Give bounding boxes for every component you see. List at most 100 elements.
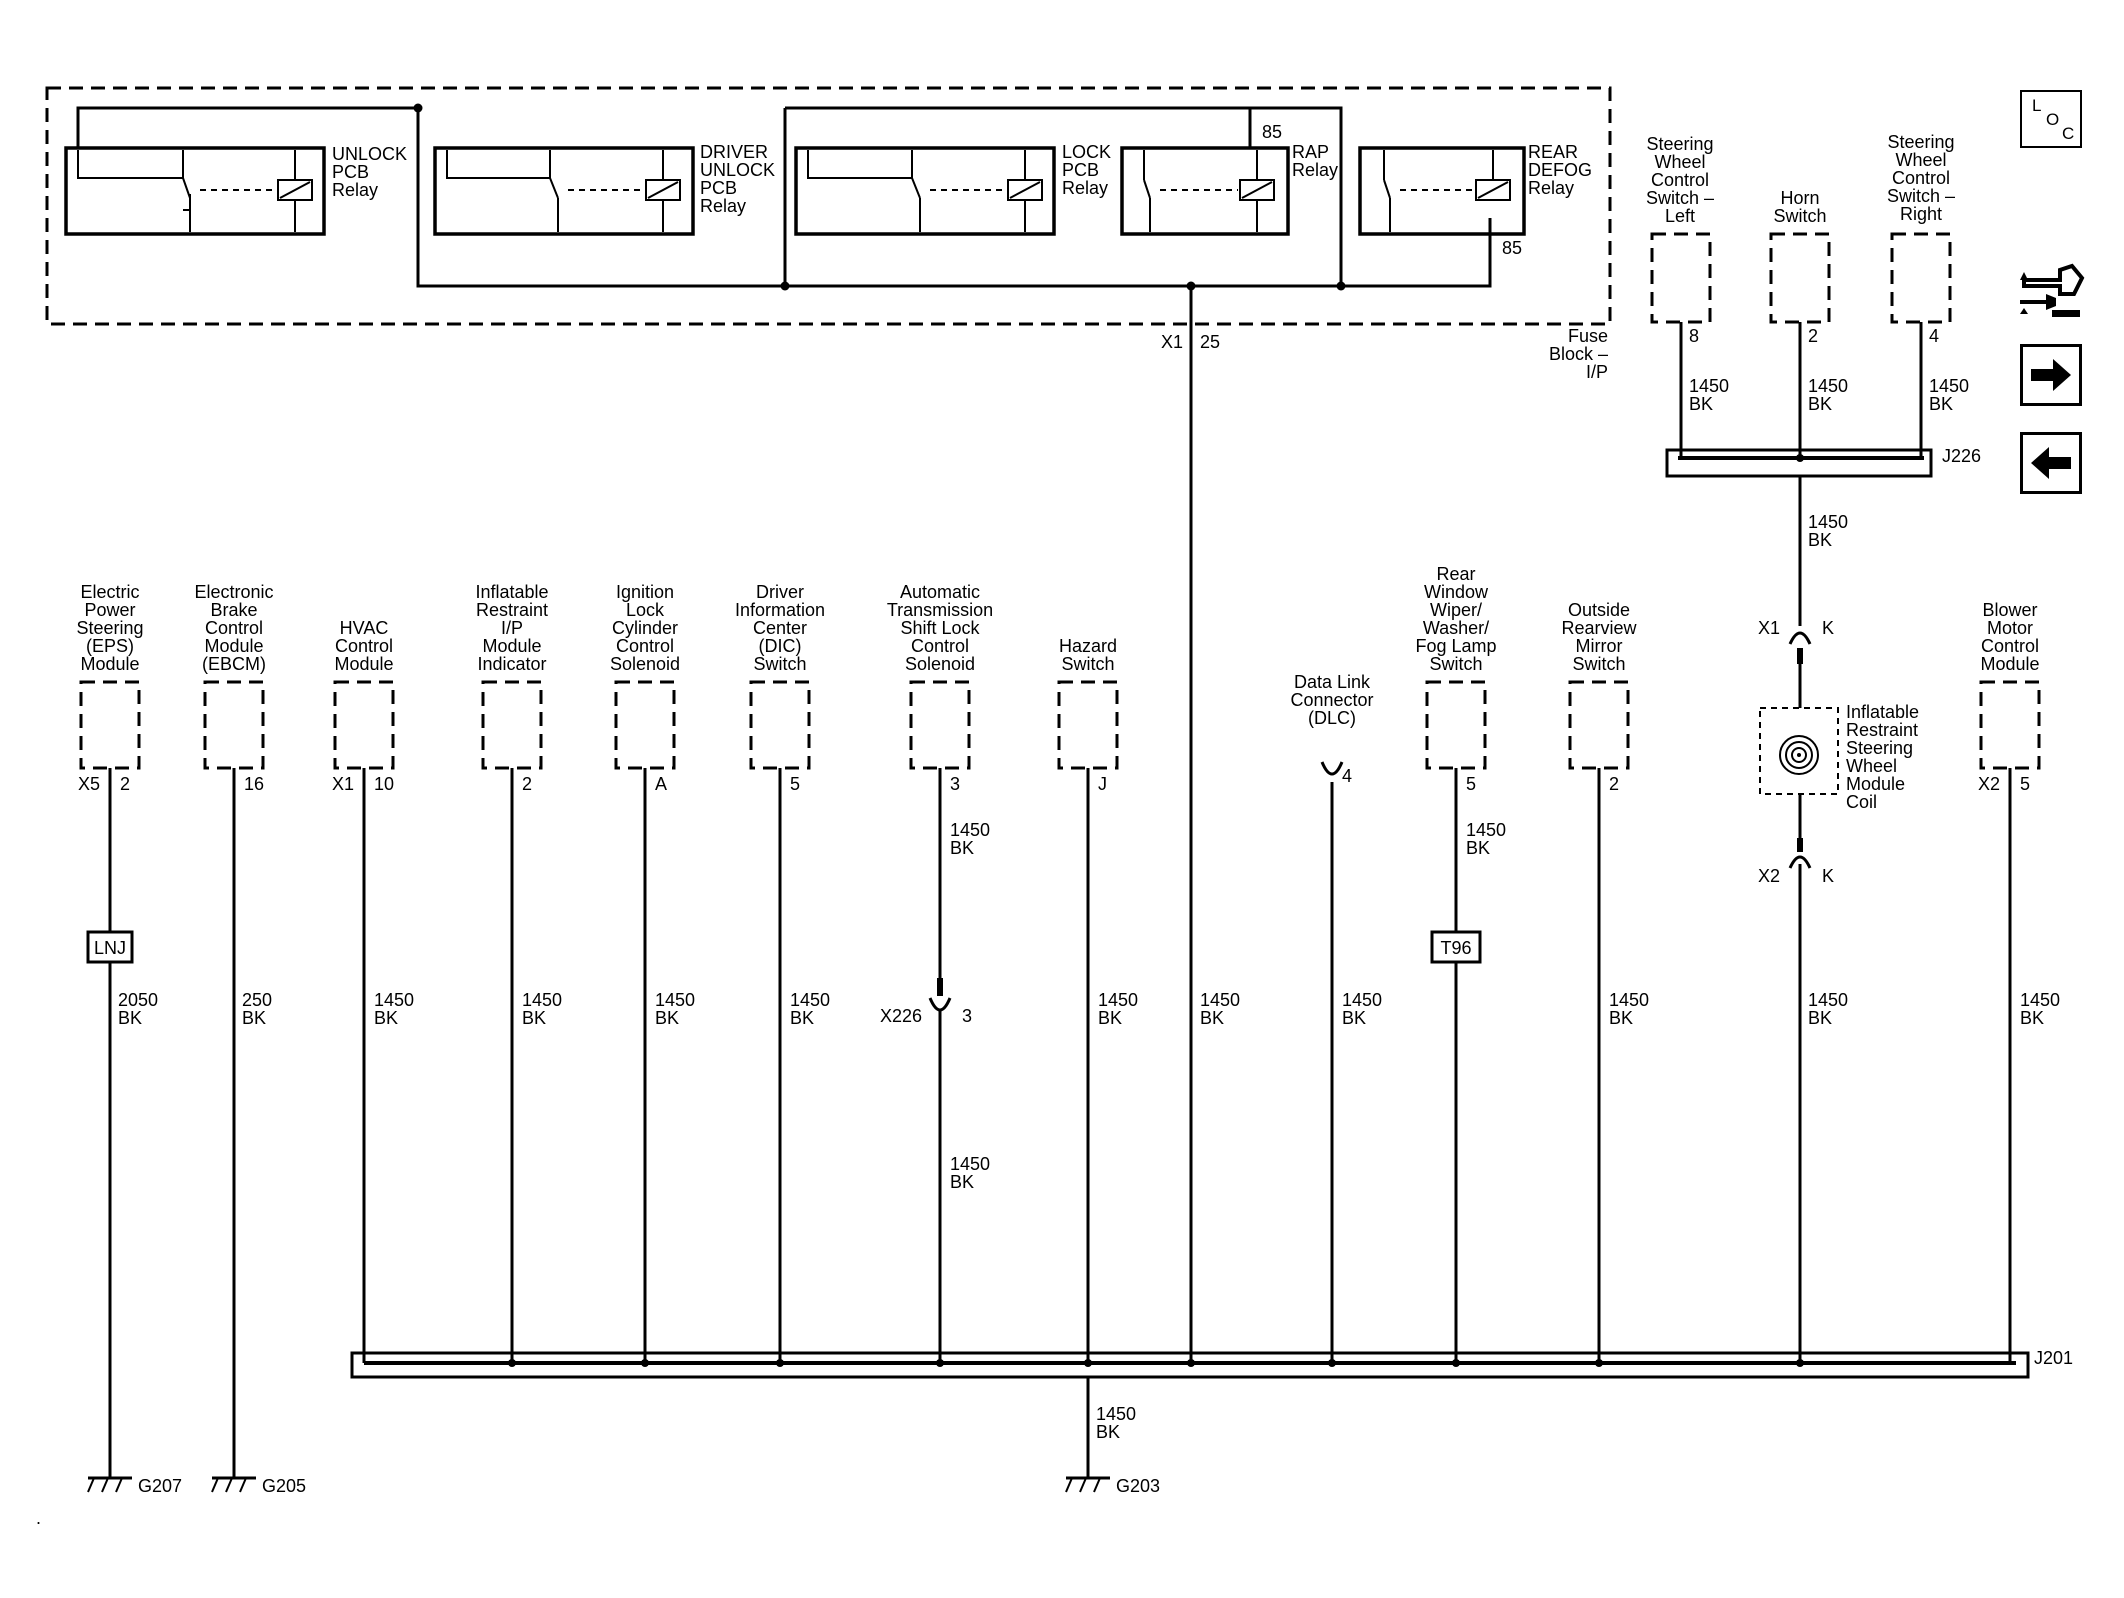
splice-j201: J201 [350, 1348, 2073, 1379]
fuse-block-outline [45, 86, 1612, 326]
option-t96-label: T96 [1440, 938, 1471, 958]
splice-j201-label: J201 [2034, 1348, 2073, 1368]
option-lnj: LNJ [86, 930, 134, 964]
swc-right-pin: 4 [1929, 326, 1939, 346]
module-box [749, 680, 811, 770]
module-pin: 5 [2020, 774, 2030, 794]
loc-letter-o: O [2046, 110, 2060, 129]
module-box [79, 680, 141, 770]
module-box [909, 680, 971, 770]
right-arrow-icon [2031, 359, 2071, 391]
splice-junction-dot [641, 1359, 649, 1367]
splice-junction-dot [508, 1359, 516, 1367]
coil-x2-connector: X2 [1758, 866, 1780, 886]
module-connector: X5 [78, 774, 100, 794]
module-pin: 4 [1342, 766, 1352, 786]
splice-junction-dot [1084, 1359, 1092, 1367]
module-pin: 5 [1466, 774, 1476, 794]
loc-letter-c: C [2062, 124, 2075, 143]
location-view-button[interactable]: L O C [2020, 90, 2082, 148]
fuse-block-connector: X1 [1161, 332, 1183, 352]
module-box [1979, 680, 2041, 770]
previous-page-button[interactable] [2020, 432, 2082, 494]
g205-label: G205 [262, 1476, 306, 1496]
x226-pin: 3 [962, 1006, 972, 1026]
left-arrow-icon [2031, 447, 2071, 479]
module-box [203, 680, 265, 770]
g207-label: G207 [138, 1476, 182, 1496]
next-page-button[interactable] [2020, 344, 2082, 406]
splice-j226-label: J226 [1942, 446, 1981, 466]
module-connector: X2 [1978, 774, 2000, 794]
g203-label: G203 [1116, 1476, 1160, 1496]
rap-relay-pin: 85 [1262, 122, 1282, 142]
module-box [1057, 680, 1119, 770]
module-box [1568, 680, 1630, 770]
connector-icon[interactable] [2016, 250, 2088, 330]
rear-defog-relay-pin: 85 [1502, 238, 1522, 258]
module-connector: X1 [332, 774, 354, 794]
splice-junction-dot [1187, 1359, 1195, 1367]
splice-junction-dot [1595, 1359, 1603, 1367]
module-pin: J [1098, 774, 1107, 794]
splice-j226: J226 [1665, 446, 1981, 478]
option-lnj-label: LNJ [94, 938, 126, 958]
loc-letter-l: L [2032, 96, 2042, 115]
module-pin: 10 [374, 774, 394, 794]
module-pin: 2 [1609, 774, 1619, 794]
coil-x1-connector: X1 [1758, 618, 1780, 638]
coil-x2-pin: K [1822, 866, 1834, 886]
splice-junction-dot [936, 1359, 944, 1367]
module-box [333, 680, 395, 770]
